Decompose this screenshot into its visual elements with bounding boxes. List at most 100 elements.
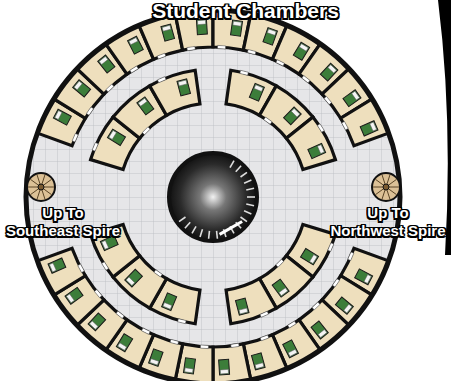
bed-icon <box>125 269 143 287</box>
stair-step <box>216 231 218 239</box>
door-mark <box>247 49 256 54</box>
stair-tread <box>44 187 54 188</box>
bed-icon <box>137 97 154 115</box>
door-mark <box>324 96 332 104</box>
stair-tread <box>382 175 385 185</box>
bed-icon <box>161 24 175 41</box>
bed-icon <box>272 279 289 297</box>
stair-step <box>185 222 190 228</box>
bed-icon <box>311 321 328 339</box>
stair-step <box>247 196 255 198</box>
door-mark <box>260 311 269 317</box>
door-mark <box>217 45 225 49</box>
chamber-room <box>226 279 276 324</box>
door-mark <box>178 319 187 324</box>
door-mark <box>231 343 239 347</box>
stair-landing <box>220 221 243 234</box>
bed-icon <box>177 79 191 96</box>
door-mark <box>312 302 320 310</box>
door-mark <box>78 264 85 273</box>
door-mark <box>102 262 109 270</box>
stair-step <box>192 226 196 233</box>
stair-step <box>236 166 241 172</box>
door-mark <box>317 124 324 132</box>
bed-icon <box>335 297 353 314</box>
bed-icon <box>231 20 243 36</box>
bed-icon <box>293 42 309 60</box>
stair-tread <box>373 187 383 188</box>
door-mark <box>288 321 296 328</box>
stair-step <box>244 180 251 183</box>
door-mark <box>264 117 272 124</box>
stair-step <box>208 231 210 239</box>
stair-tread <box>375 189 383 195</box>
door-mark <box>240 70 249 75</box>
door-mark <box>92 143 98 152</box>
bed-icon <box>116 334 132 352</box>
bed-icon <box>128 36 144 54</box>
bed-icon <box>73 80 91 97</box>
stair-post <box>38 184 44 190</box>
bed-icon <box>88 313 106 331</box>
door-mark <box>106 84 114 92</box>
bed-icon <box>355 269 373 285</box>
spiral-stair <box>372 173 400 201</box>
door-mark <box>348 252 354 261</box>
chamber-room <box>38 248 85 294</box>
stair-tread <box>387 190 390 200</box>
door-mark <box>200 345 208 349</box>
bed-icon <box>249 83 264 101</box>
bed-icon <box>301 248 319 264</box>
room-group <box>38 11 388 381</box>
stair-tread <box>37 175 40 185</box>
bed-icon <box>251 353 265 370</box>
bed-icon <box>65 287 83 304</box>
door-mark <box>116 311 124 318</box>
door-mark <box>276 259 284 267</box>
bed-icon <box>98 55 115 73</box>
stair-steps <box>179 161 255 239</box>
door-mark <box>130 66 138 73</box>
bed-icon <box>219 359 230 375</box>
bed-icon <box>343 90 361 107</box>
bed-icon <box>235 298 249 315</box>
stair-step <box>244 211 251 214</box>
door-mark <box>72 133 78 142</box>
stair-tread <box>43 189 51 195</box>
bed-icon <box>320 63 338 81</box>
chamber-room <box>150 70 200 115</box>
stair-step <box>230 161 234 168</box>
bed-icon <box>149 349 163 366</box>
bed-icon <box>107 129 125 145</box>
stair-tread <box>43 179 51 185</box>
stair-tread <box>388 189 396 195</box>
door-mark <box>342 121 349 130</box>
door-mark <box>157 53 166 59</box>
stair-tread <box>389 187 399 188</box>
stair-tread <box>382 190 385 200</box>
door-mark <box>302 75 310 82</box>
stair-step <box>246 204 254 206</box>
map-title: Student Chambers <box>40 0 451 22</box>
door-mark <box>170 339 179 344</box>
bed-icon <box>183 358 195 374</box>
chamber-room <box>213 344 251 381</box>
stair-tread <box>28 187 38 188</box>
bed-icon <box>283 340 299 358</box>
door-mark <box>94 289 102 297</box>
door-mark <box>332 279 339 287</box>
stair-step <box>246 188 254 190</box>
stair-post <box>383 184 389 190</box>
bed-icon <box>263 28 277 45</box>
stair-tread <box>387 175 390 185</box>
central-stairwell <box>169 153 257 241</box>
door-mark <box>328 243 334 252</box>
chamber-room <box>286 117 335 169</box>
stair-tread <box>42 190 45 200</box>
stair-tread <box>37 190 40 200</box>
stair-tread <box>30 189 38 195</box>
bed-icon <box>53 109 71 125</box>
door-mark <box>157 77 166 83</box>
door-mark <box>142 127 150 135</box>
